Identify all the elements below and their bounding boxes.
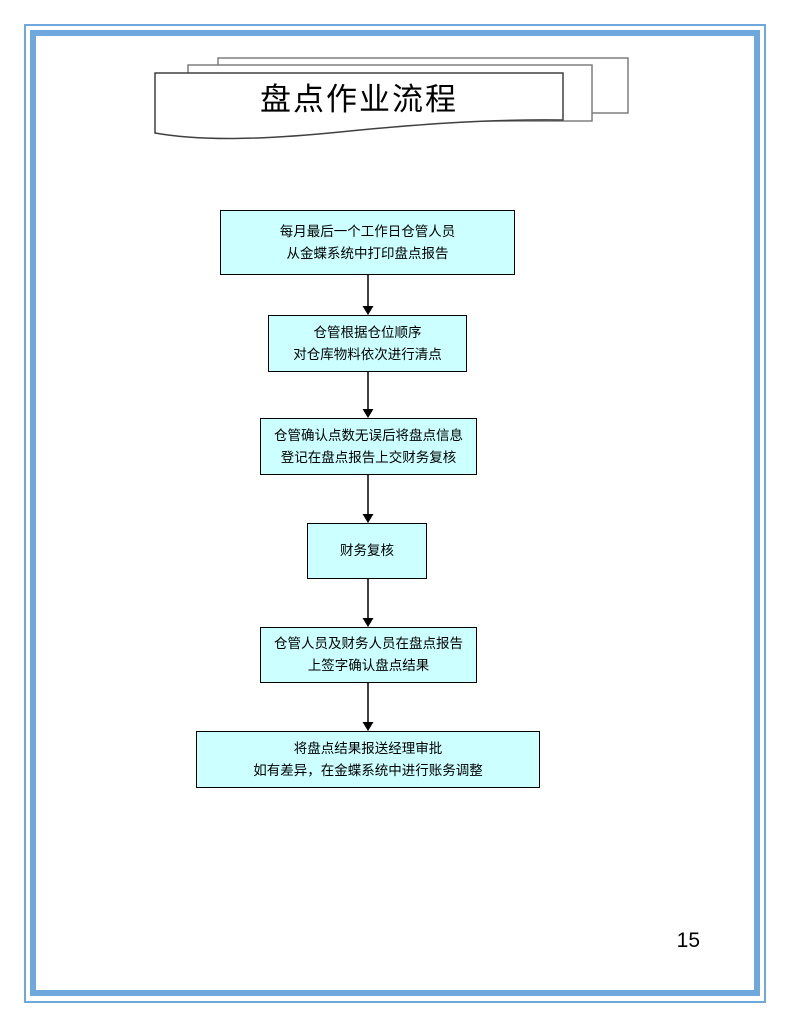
- flow-step-3-label: 仓管确认点数无误后将盘点信息 登记在盘点报告上交财务复核: [274, 427, 463, 465]
- page-inner-border: [30, 30, 760, 996]
- diagram-title: 盘点作业流程: [260, 82, 458, 117]
- flow-step-2: 仓管根据仓位顺序 对仓库物料依次进行清点: [268, 315, 467, 372]
- flow-step-5: 仓管人员及财务人员在盘点报告 上签字确认盘点结果: [260, 627, 477, 683]
- flow-step-4: 财务复核: [307, 523, 427, 579]
- page-number: 15: [676, 929, 700, 952]
- flow-step-6: 将盘点结果报送经理审批 如有差异，在金蝶系统中进行账务调整: [196, 731, 540, 788]
- flow-step-6-label: 将盘点结果报送经理审批 如有差异，在金蝶系统中进行账务调整: [253, 740, 483, 778]
- flow-step-5-label: 仓管人员及财务人员在盘点报告 上签字确认盘点结果: [274, 636, 463, 673]
- flow-step-2-label: 仓管根据仓位顺序 对仓库物料依次进行清点: [293, 324, 442, 362]
- flow-step-4-label: 财务复核: [340, 543, 394, 558]
- flow-step-3: 仓管确认点数无误后将盘点信息 登记在盘点报告上交财务复核: [260, 418, 477, 475]
- flow-step-1-label: 每月最后一个工作日仓管人员 从金蝶系统中打印盘点报告: [279, 223, 456, 261]
- flow-step-1: 每月最后一个工作日仓管人员 从金蝶系统中打印盘点报告: [220, 210, 515, 275]
- page-outer-border: [24, 24, 766, 1003]
